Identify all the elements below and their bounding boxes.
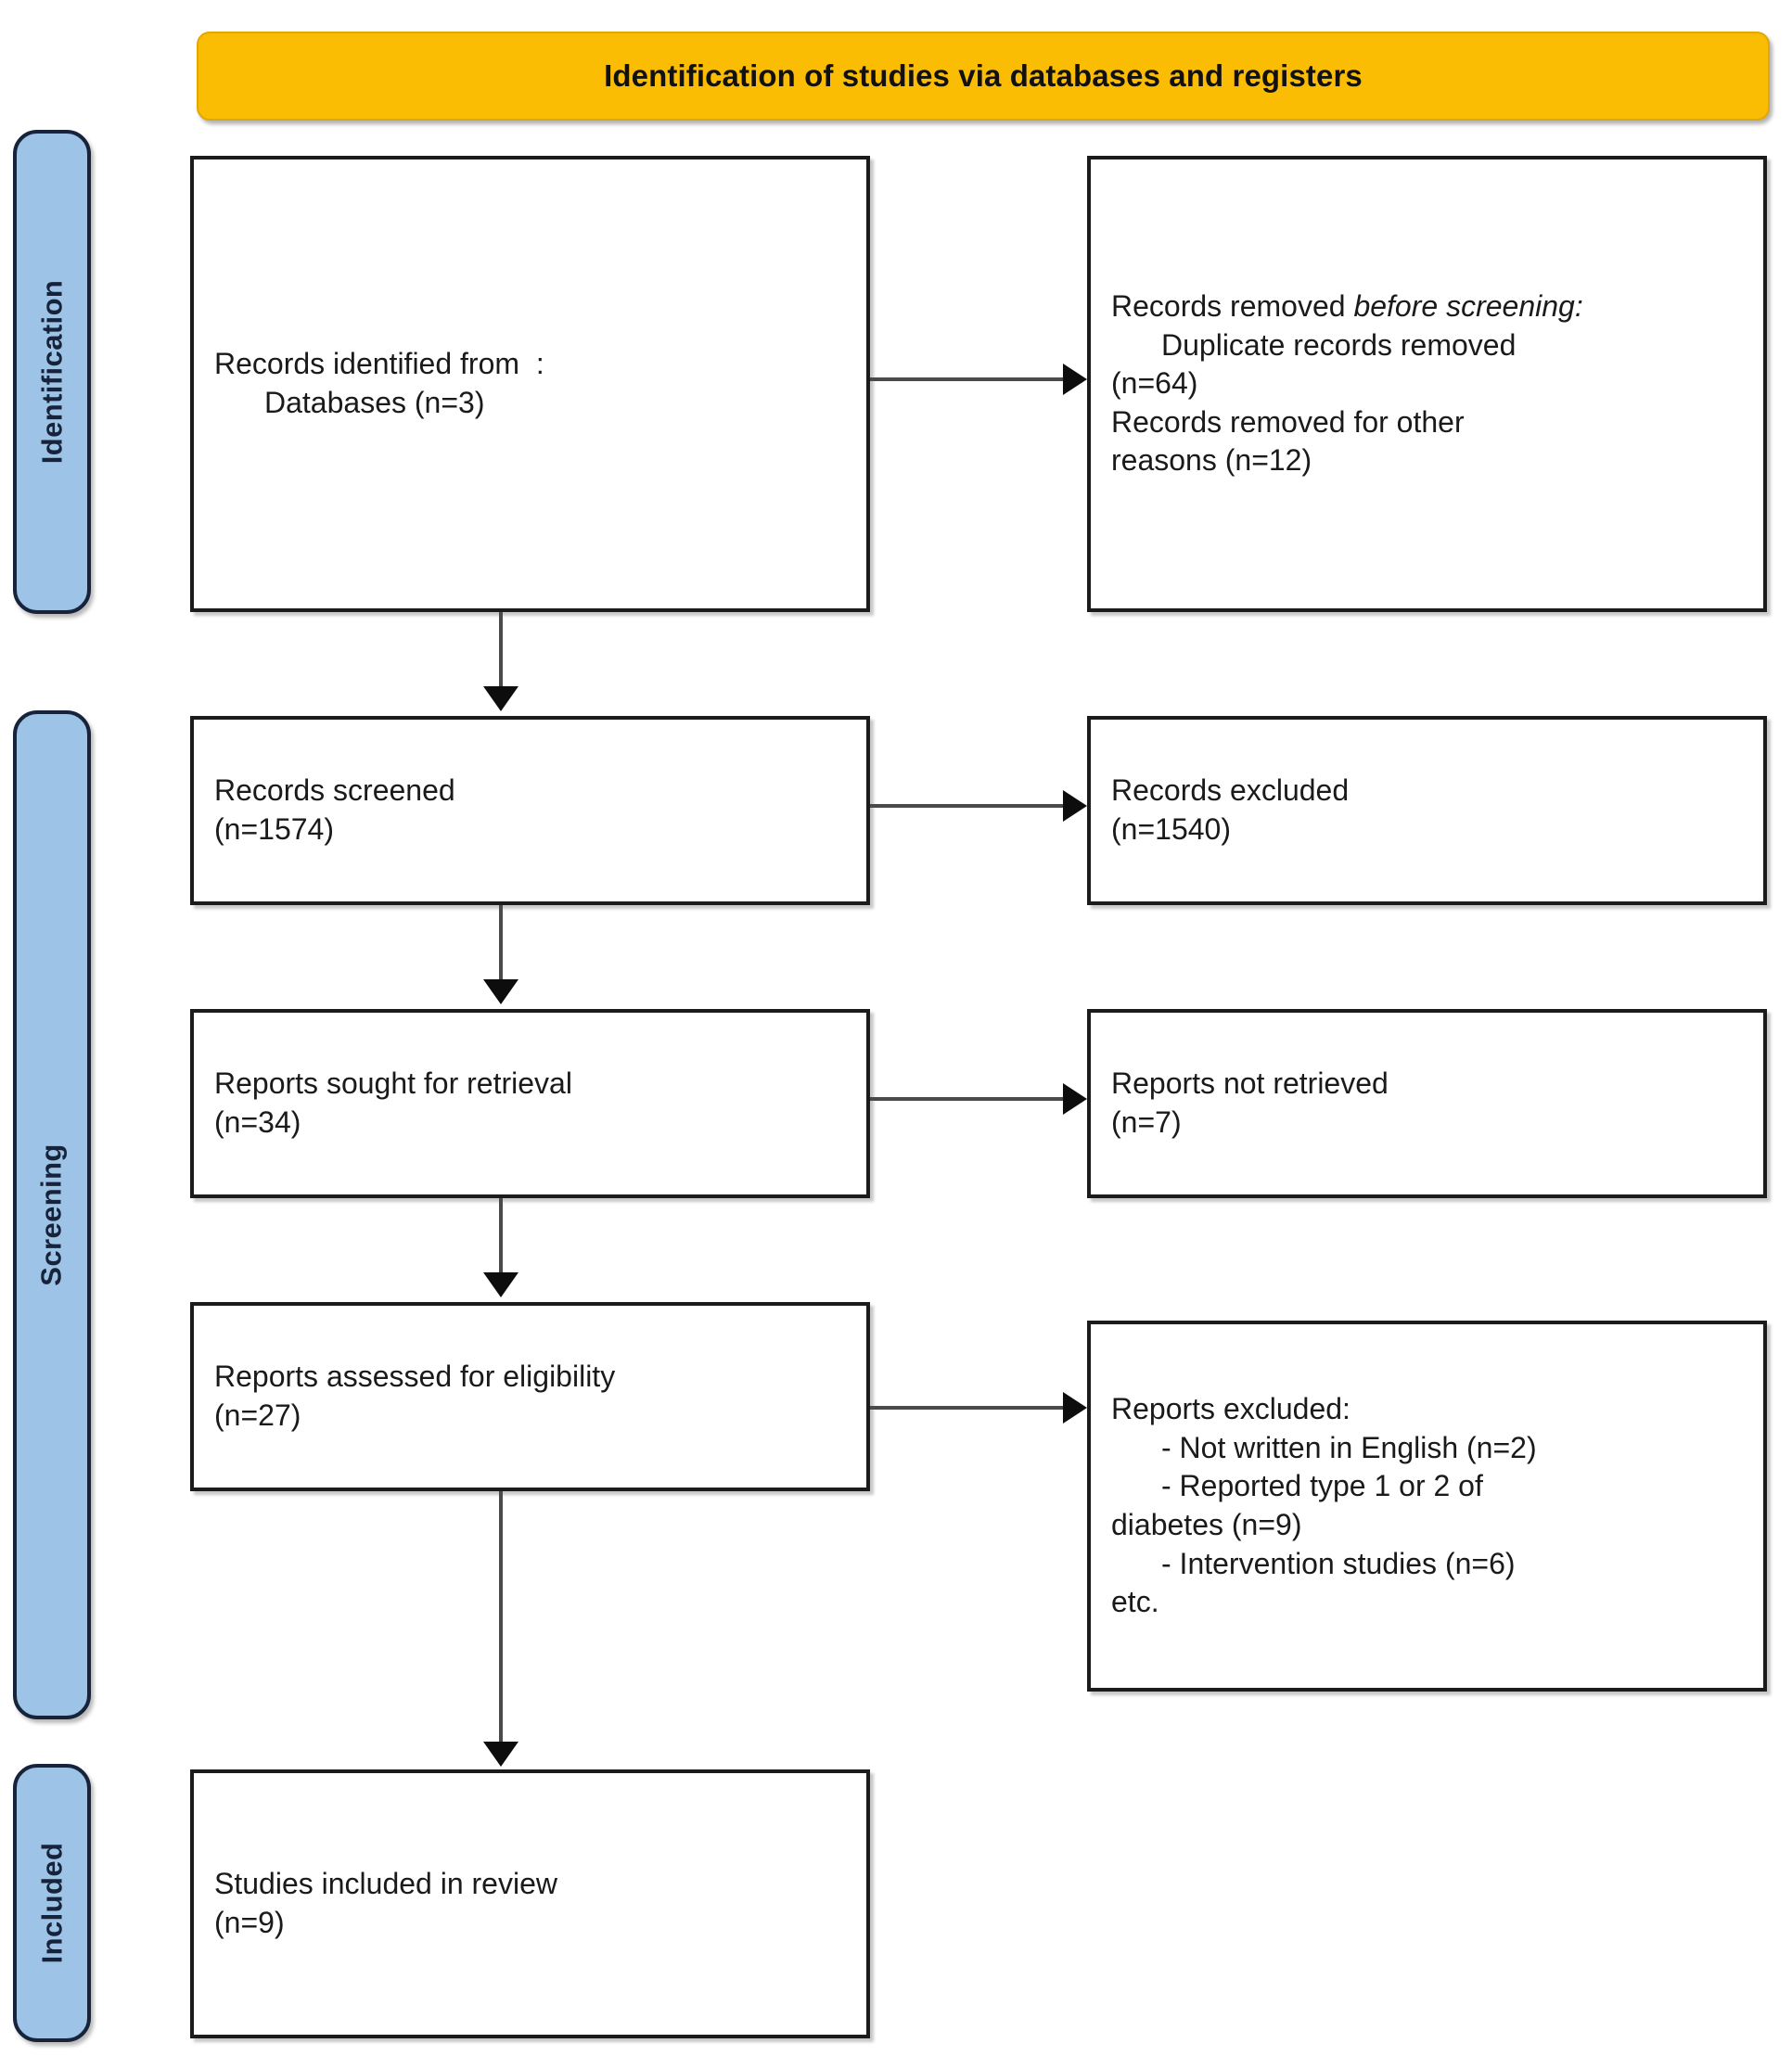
connector-identified-to-removed-arrow — [1063, 364, 1087, 395]
connector-identified-to-screened-line — [499, 612, 503, 692]
box-records-excluded: Records excluded (n=1540) — [1087, 716, 1767, 905]
records-screened-line2: (n=1574) — [214, 812, 334, 846]
box-records-removed-before-screening: Records removed before screening: Duplic… — [1087, 156, 1767, 612]
connector-sought-to-assessed-line — [499, 1198, 503, 1278]
reports-assessed-line1: Reports assessed for eligibility — [214, 1360, 616, 1394]
connector-assessed-to-reports-excluded-line — [870, 1406, 1070, 1410]
stage-tab-included: Included — [13, 1764, 91, 2042]
records-removed-heading-prefix: Records removed — [1111, 289, 1354, 324]
connector-identified-to-removed-line — [870, 377, 1070, 381]
stage-tab-included-label: Included — [35, 1842, 68, 1964]
records-excluded-line2: (n=1540) — [1111, 812, 1231, 846]
connector-assessed-to-included-arrow — [483, 1742, 518, 1767]
reports-excluded-item-not-english: - Not written in English (n=2) — [1161, 1430, 1537, 1464]
records-removed-duplicates-label: Duplicate records removed — [1161, 327, 1517, 362]
connector-screened-to-sought-line — [499, 905, 503, 985]
connector-assessed-to-included-line — [499, 1491, 503, 1747]
connector-screened-to-sought-arrow — [483, 979, 518, 1004]
reports-excluded-item-etc: etc. — [1111, 1585, 1159, 1619]
reports-assessed-line2: (n=27) — [214, 1398, 301, 1432]
box-studies-included-in-review: Studies included in review (n=9) — [190, 1769, 870, 2038]
reports-sought-line1: Reports sought for retrieval — [214, 1066, 572, 1101]
box-records-identified: Records identified from : Databases (n=3… — [190, 156, 870, 612]
records-removed-other-count: reasons (n=12) — [1111, 443, 1312, 478]
connector-sought-to-not-retrieved-line — [870, 1097, 1070, 1101]
diagram-header-banner: Identification of studies via databases … — [197, 32, 1770, 121]
box-reports-assessed-for-eligibility: Reports assessed for eligibility (n=27) — [190, 1302, 870, 1491]
reports-not-retrieved-line1: Reports not retrieved — [1111, 1066, 1389, 1101]
banner-title: Identification of studies via databases … — [604, 57, 1363, 93]
reports-excluded-item-intervention: - Intervention studies (n=6) — [1161, 1546, 1516, 1580]
box-reports-not-retrieved: Reports not retrieved (n=7) — [1087, 1009, 1767, 1198]
connector-sought-to-not-retrieved-arrow — [1063, 1083, 1087, 1115]
reports-excluded-heading: Reports excluded: — [1111, 1392, 1350, 1426]
box-reports-excluded: Reports excluded: - Not written in Engli… — [1087, 1321, 1767, 1692]
records-identified-line2: Databases (n=3) — [264, 386, 485, 419]
records-removed-other-label: Records removed for other — [1111, 404, 1465, 439]
reports-excluded-item-diabetes-count: diabetes (n=9) — [1111, 1508, 1302, 1541]
records-removed-heading-suffix: : — [1574, 289, 1583, 324]
stage-tab-identification: Identification — [13, 130, 91, 614]
records-excluded-line1: Records excluded — [1111, 773, 1350, 808]
reports-not-retrieved-line2: (n=7) — [1111, 1105, 1182, 1139]
studies-included-line1: Studies included in review — [214, 1867, 557, 1901]
records-removed-heading-italic: before screening — [1353, 289, 1575, 324]
stage-tab-screening-label: Screening — [35, 1143, 69, 1286]
stage-tab-identification-label: Identification — [35, 279, 68, 465]
reports-excluded-item-diabetes-type: - Reported type 1 or 2 of — [1161, 1469, 1483, 1503]
stage-tab-screening: Screening — [13, 710, 91, 1719]
records-screened-line1: Records screened — [214, 773, 455, 808]
box-reports-sought-for-retrieval: Reports sought for retrieval (n=34) — [190, 1009, 870, 1198]
connector-identified-to-screened-arrow — [483, 686, 518, 711]
box-records-screened: Records screened (n=1574) — [190, 716, 870, 905]
records-removed-duplicates-count: (n=64) — [1111, 366, 1198, 401]
records-identified-line1: Records identified from : — [214, 347, 544, 381]
connector-screened-to-excluded-arrow — [1063, 790, 1087, 822]
studies-included-line2: (n=9) — [214, 1906, 285, 1939]
connector-sought-to-assessed-arrow — [483, 1272, 518, 1297]
connector-assessed-to-reports-excluded-arrow — [1063, 1392, 1087, 1424]
connector-screened-to-excluded-line — [870, 804, 1070, 808]
reports-sought-line2: (n=34) — [214, 1105, 301, 1139]
